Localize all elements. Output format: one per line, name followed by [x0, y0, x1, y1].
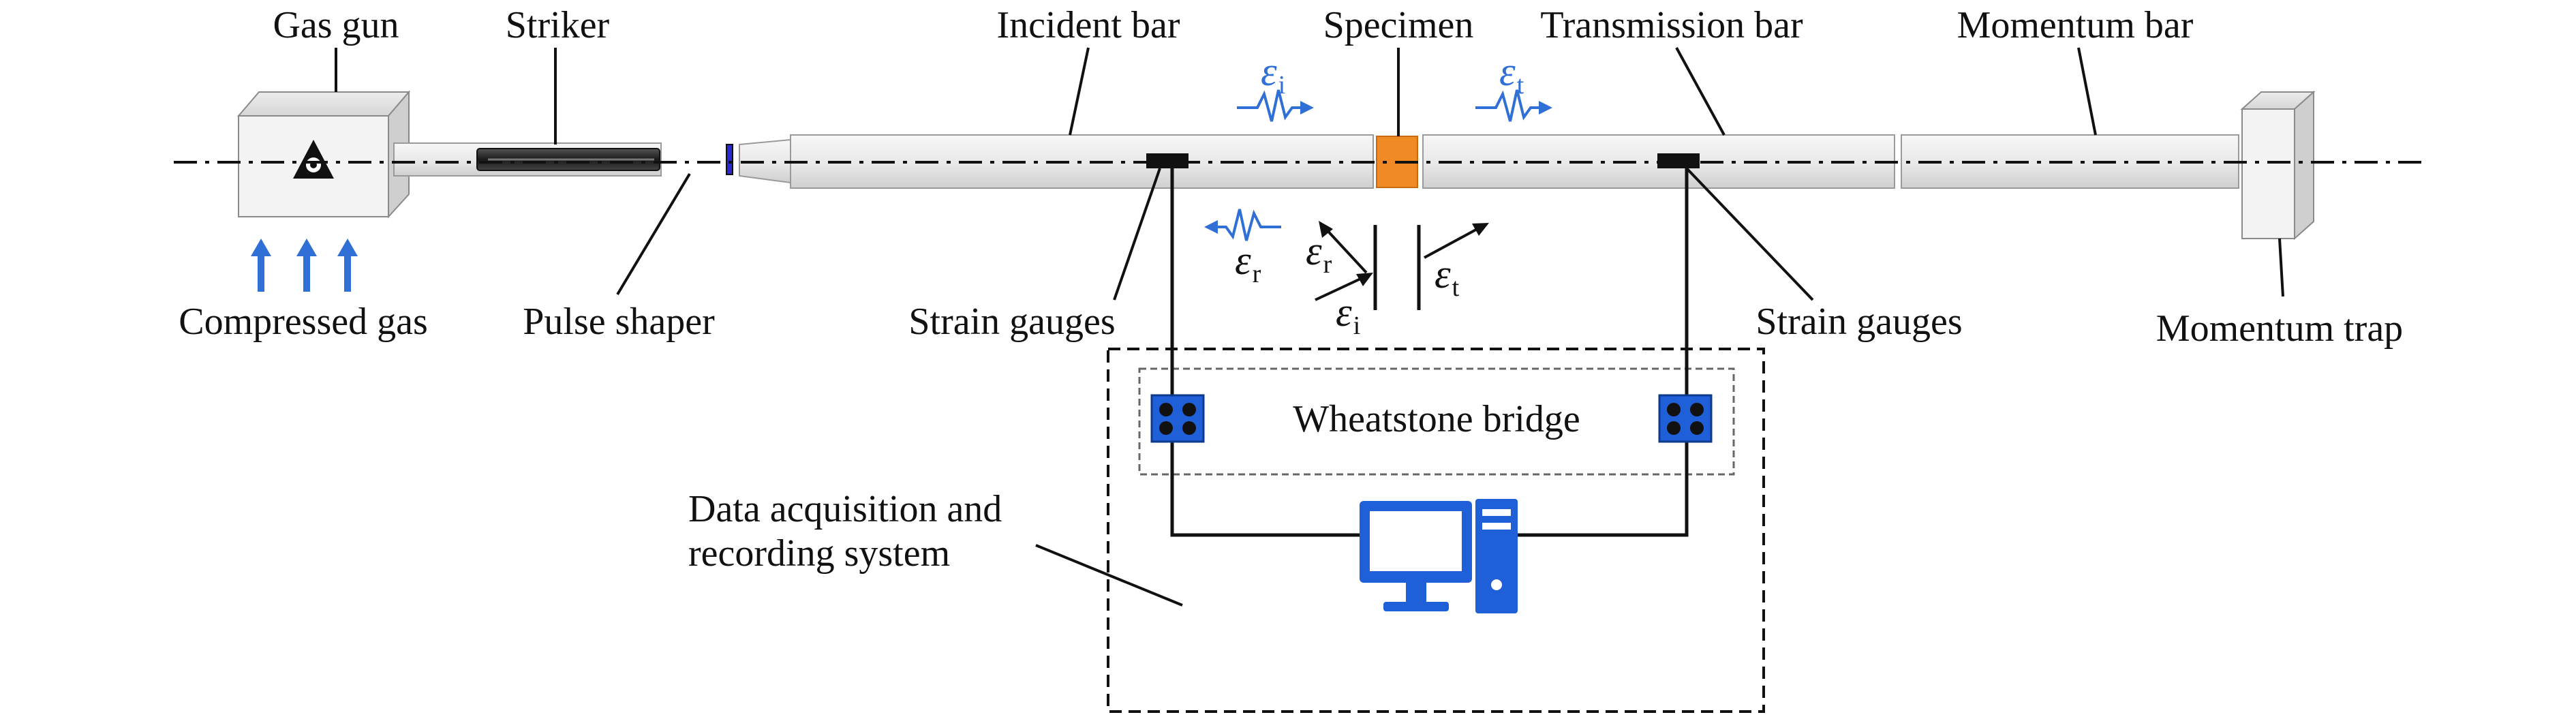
label-momentum-trap: Momentum trap: [2156, 307, 2403, 350]
label-strain-gauges-left: Strain gauges: [908, 301, 1115, 343]
pulse-shaper: [726, 144, 733, 175]
label-striker: Striker: [506, 4, 610, 46]
label-incident-bar: Incident bar: [997, 4, 1180, 46]
strain-gauge-incident: [1146, 153, 1189, 168]
data-acquisition-system-box: [1107, 348, 1765, 713]
desktop-computer-icon: [1360, 499, 1518, 613]
gas-gun: [236, 90, 411, 219]
label-strain-gauges-right: Strain gauges: [1755, 301, 1962, 343]
label-wheatstone-bridge: Wheatstone bridge: [1293, 398, 1580, 440]
label-gas-gun: Gas gun: [273, 4, 399, 46]
leader-lines: [335, 47, 2284, 607]
striker: [476, 148, 660, 171]
wheatstone-bridge-box: [1138, 367, 1735, 476]
label-specimen: Specimen: [1323, 4, 1474, 46]
signal-wiring: [1170, 168, 1689, 537]
label-daq-line2: recording system: [688, 532, 950, 575]
momentum-trap: [2240, 90, 2316, 241]
svg-text:εt: εt: [1499, 49, 1524, 100]
svg-text:εi: εi: [1261, 49, 1285, 100]
svg-text:εi: εi: [1336, 290, 1360, 340]
label-compressed-gas: Compressed gas: [179, 301, 428, 343]
label-momentum-bar: Momentum bar: [1957, 4, 2194, 46]
strain-gauge-transmission: [1657, 153, 1700, 168]
wave-interaction-schematic: εr εi εt: [1306, 221, 1489, 340]
four-dot-connector-icon: [1658, 394, 1713, 443]
svg-text:εt: εt: [1435, 251, 1460, 302]
four-dot-connector-icon: [1150, 394, 1205, 443]
up-arrow-icon: [337, 239, 358, 292]
reflected-wave-symbol: εr: [1204, 209, 1281, 288]
label-pulse-shaper: Pulse shaper: [523, 301, 715, 343]
svg-text:εr: εr: [1306, 228, 1332, 279]
transmitted-wave-symbol: εt: [1475, 49, 1552, 122]
up-arrow-icon: [251, 239, 271, 292]
label-transmission-bar: Transmission bar: [1540, 4, 1803, 46]
incident-wave-symbol: εi: [1237, 49, 1314, 122]
up-arrow-icon: [296, 239, 317, 292]
compressed-gas-arrows: [251, 239, 358, 292]
svg-text:εr: εr: [1235, 238, 1261, 288]
label-daq-line1: Data acquisition and: [688, 488, 1002, 530]
